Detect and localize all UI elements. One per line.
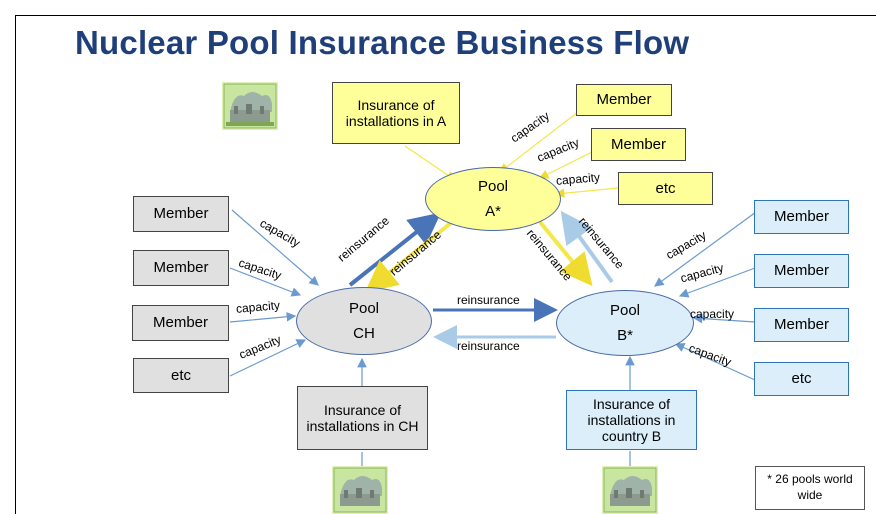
member-box-ch-2: Member [133, 250, 229, 286]
pool-a-ellipse: Pool A* [425, 167, 561, 231]
insurance-installations-ch-box: Insurance of installations in CH [297, 386, 428, 450]
footnote-box: * 26 pools world wide [755, 466, 865, 510]
arrow-member-ch2-to-pool-ch [229, 267, 302, 297]
pool-b-name: Pool [609, 301, 641, 319]
arrow-etc-a-to-pool-a [554, 187, 619, 198]
member-box-b-1: Member [754, 200, 849, 234]
arrow-member-ch1-to-pool-ch [231, 209, 319, 286]
nuclear-plant-icon [222, 82, 278, 130]
arrow-reinsurance-a-to-b [538, 220, 593, 287]
etc-box-ch: etc [133, 358, 229, 393]
arrow-member-a2-to-pool-a [538, 151, 593, 179]
capacity-label: capacity [690, 307, 735, 321]
arrow-member-a1-to-pool-a [499, 111, 579, 173]
insurance-installations-b-box: Insurance of installations in country B [566, 390, 697, 450]
nuclear-plant-icon [332, 466, 388, 514]
pool-ch-code: CH [353, 325, 375, 342]
arrow-member-b1-to-pool-b [654, 211, 757, 287]
etc-box-a: etc [618, 172, 713, 205]
arrow-member-b3-to-pool-b [692, 313, 756, 324]
arrow-etc-ch-to-pool-ch [229, 339, 307, 377]
arrow-member-ch3-to-pool-ch [229, 311, 297, 323]
pool-ch-name: Pool [348, 299, 380, 317]
member-box-a-2: Member [591, 128, 686, 161]
pool-ch-ellipse: Pool CH [296, 287, 432, 355]
slide-title: Nuclear Pool Insurance Business Flow [75, 24, 690, 61]
pool-a-name: Pool [477, 177, 509, 195]
etc-box-b: etc [754, 362, 849, 396]
member-box-b-2: Member [754, 254, 849, 288]
member-box-a-1: Member [576, 84, 672, 116]
reinsurance-label: reinsurance [457, 293, 520, 307]
pool-b-ellipse: Pool B* [556, 290, 694, 356]
arrow-reinsurance-ch-to-a [348, 212, 442, 287]
arrow-etc-b-to-pool-b [674, 343, 756, 381]
slide-frame [15, 15, 876, 514]
insurance-installations-a-box: Insurance of installations in A [332, 82, 460, 144]
pool-b-code: B* [617, 327, 633, 344]
member-box-ch-3: Member [132, 305, 229, 341]
arrow-reinsurance-a-to-ch [364, 220, 454, 293]
member-box-b-3: Member [754, 308, 849, 342]
pool-a-code: A* [485, 203, 501, 220]
nuclear-plant-icon [602, 466, 658, 514]
arrow-member-b2-to-pool-b [678, 267, 756, 298]
reinsurance-label: reinsurance [457, 339, 520, 353]
arrow-reinsurance-b-to-a [560, 210, 614, 284]
member-box-ch-1: Member [133, 196, 229, 232]
